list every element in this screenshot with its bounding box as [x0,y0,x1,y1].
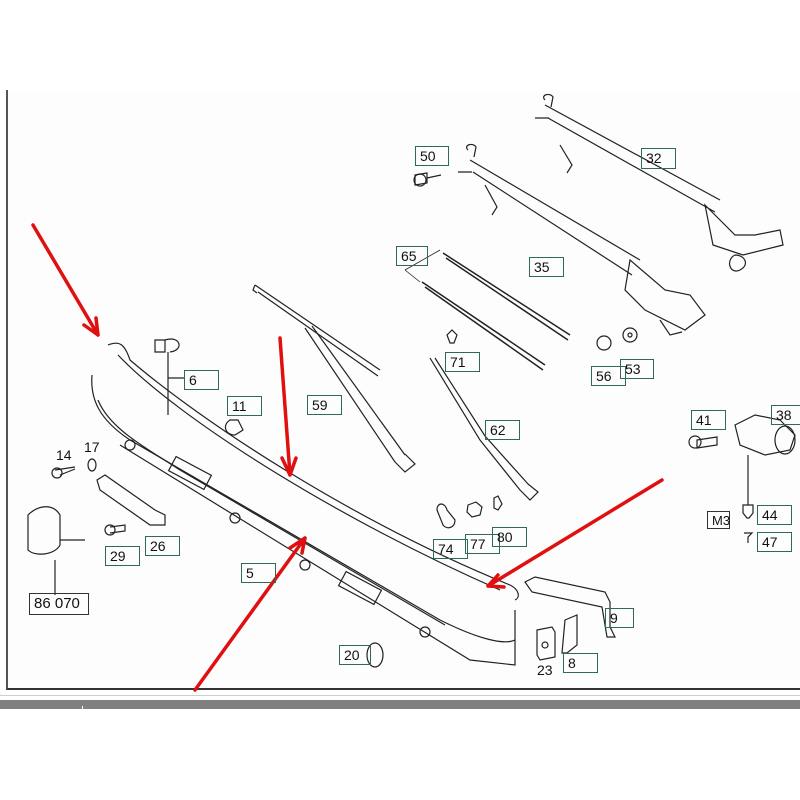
plug-44 [742,504,754,519]
part-label-5[interactable]: 5 [241,563,276,583]
scrollbar-track[interactable] [0,700,800,709]
motor-38 [734,414,796,456]
part-label-14[interactable]: 14 [56,447,72,463]
arrow-4 [486,478,664,589]
red-arrows [31,223,664,692]
wiper-arm-59 [252,284,416,473]
part-label-65[interactable]: 65 [396,246,428,266]
part-label-80[interactable]: 80 [492,527,527,547]
pin-47 [744,532,754,543]
bolt-50 [414,172,442,186]
part-label-53[interactable]: 53 [620,359,654,379]
plug-6 [154,338,180,353]
part-label-50[interactable]: 50 [415,146,449,166]
part-label-47[interactable]: 47 [757,532,792,552]
part-label-62[interactable]: 62 [485,420,520,440]
part-label-M3[interactable]: M3 [707,511,730,529]
washer-17 [87,458,97,472]
part-label-9[interactable]: 9 [605,608,634,628]
part-label-56[interactable]: 56 [591,366,626,386]
part-80 [493,495,503,511]
arrow-2 [278,336,298,477]
screw-29 [109,524,126,534]
plate-23 [536,626,556,661]
clip-71 [446,329,458,344]
part-label-20[interactable]: 20 [339,645,371,665]
cap-86070 [27,506,85,555]
scrollbar-tick [82,706,83,709]
part-label-32[interactable]: 32 [641,148,676,169]
part-label-74[interactable]: 74 [433,539,468,559]
part-label-71[interactable]: 71 [445,352,480,372]
diagram-frame [6,90,800,690]
wiper-linkage-upper [535,93,784,272]
bumper-5 [91,342,519,666]
arrow-3 [193,536,307,692]
part-label-86070[interactable]: 86 070 [29,593,89,615]
washer-53 [622,327,638,343]
bolt-41 [696,436,718,449]
wiper-arm-62 [429,357,539,501]
arrow-1 [31,223,100,337]
part-label-59[interactable]: 59 [307,395,342,415]
divider [0,695,800,696]
part-label-29[interactable]: 29 [105,546,140,566]
bracket-8 [561,614,578,654]
part-label-17[interactable]: 17 [84,439,100,455]
nut-77 [466,501,483,518]
part-label-23[interactable]: 23 [537,662,553,678]
part-label-6[interactable]: 6 [184,370,219,390]
part-label-41[interactable]: 41 [691,410,726,430]
bracket-26 [96,474,166,526]
part-label-38[interactable]: 38 [771,405,800,425]
part-label-11[interactable]: 11 [227,396,262,416]
wiper-linkage-lower [458,143,706,336]
part-label-44[interactable]: 44 [757,505,792,525]
clip-11 [224,419,244,436]
nut-56 [596,335,612,351]
bracket-9 [524,576,616,638]
wiper-blades [404,249,571,371]
part-label-35[interactable]: 35 [529,257,564,277]
part-74 [436,503,456,529]
part-label-77[interactable]: 77 [465,534,500,554]
part-label-26[interactable]: 26 [145,536,180,556]
part-label-8[interactable]: 8 [563,653,598,673]
clip-20 [366,642,384,668]
